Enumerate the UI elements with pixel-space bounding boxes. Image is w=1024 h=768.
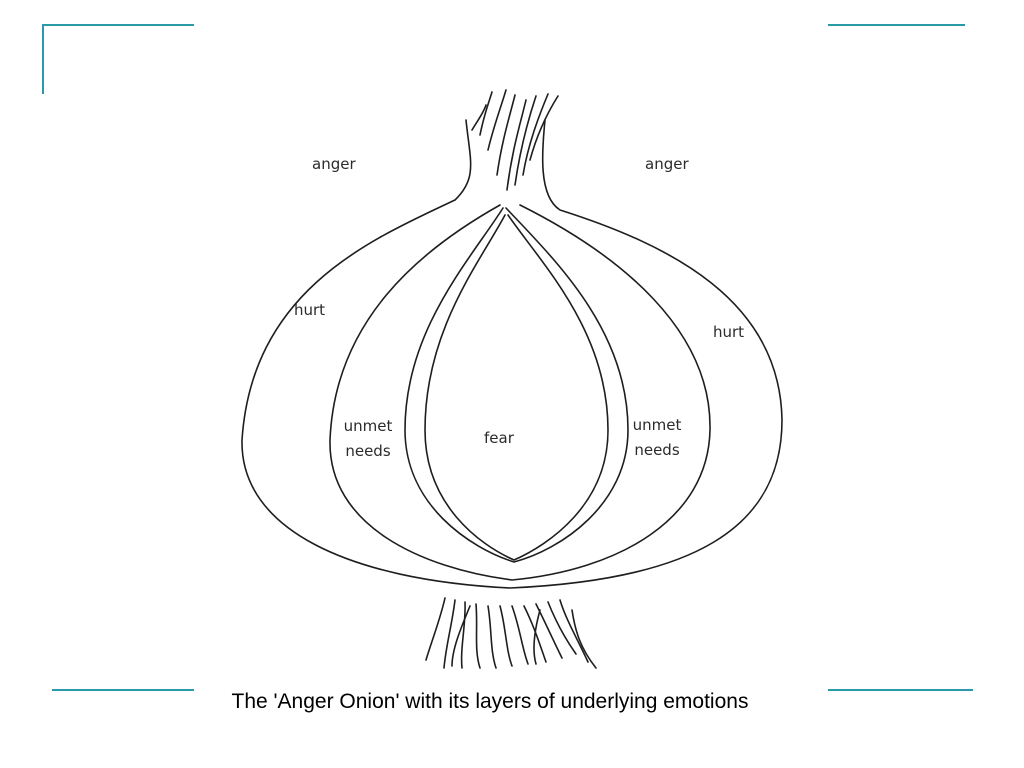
- onion-top-shoots: [471, 89, 559, 191]
- label-unmet-needs-right: unmet needs: [624, 413, 690, 463]
- label-unmet-needs-right-line1: unmet: [632, 416, 682, 434]
- label-anger-left: anger: [312, 155, 356, 173]
- label-unmet-needs-right-line2: needs: [634, 441, 680, 459]
- onion-unmet-needs-layer: [404, 207, 629, 563]
- label-unmet-needs-left-line1: unmet: [343, 417, 393, 435]
- label-unmet-needs-left-line2: needs: [345, 442, 391, 460]
- frame-corner-top-left-vertical: [42, 24, 44, 94]
- onion-outer-layer: [241, 119, 783, 589]
- onion-fear-core: [424, 214, 609, 561]
- label-unmet-needs-left: unmet needs: [335, 414, 401, 464]
- frame-line-top-right: [828, 24, 965, 26]
- label-anger-right: anger: [645, 155, 689, 173]
- frame-line-bottom-right: [828, 689, 973, 691]
- label-hurt-right: hurt: [713, 323, 745, 341]
- frame-line-bottom-left: [52, 689, 194, 691]
- diagram-caption: The 'Anger Onion' with its layers of und…: [231, 690, 749, 713]
- onion-hurt-layer: [329, 204, 711, 581]
- onion-roots: [425, 597, 597, 669]
- frame-corner-top-left-horizontal: [42, 24, 194, 26]
- label-fear: fear: [484, 429, 514, 447]
- anger-onion-diagram: [241, 89, 783, 669]
- label-hurt-left: hurt: [294, 301, 326, 319]
